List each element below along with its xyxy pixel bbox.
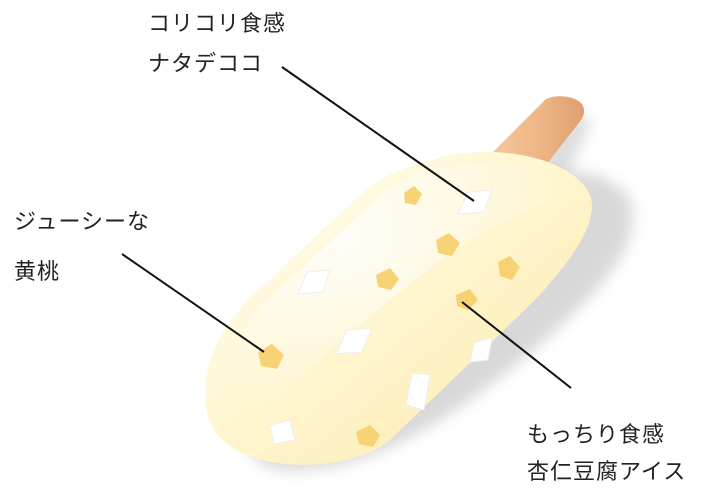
peach-chunk <box>498 256 520 280</box>
ice-bar-highlight <box>226 164 571 420</box>
leader-line-nata-de-coco <box>281 66 475 202</box>
nata-cube <box>469 337 493 363</box>
nata-cube <box>405 372 431 411</box>
nata-cube <box>297 269 331 295</box>
nata-cube <box>335 327 373 355</box>
peach-chunks <box>258 186 520 447</box>
yellow-peach-label-line2: 黄桃 <box>14 260 61 285</box>
peach-chunk <box>436 233 460 256</box>
annin-tofu-label-line2: 杏仁豆腐アイス <box>527 460 687 485</box>
nata-de-coco-cubes <box>269 189 493 445</box>
peach-chunk <box>356 425 380 447</box>
nata-de-coco-label-line1: コリコリ食感 <box>148 12 287 37</box>
peach-chunk <box>456 289 478 310</box>
leader-line-yellow-peach <box>121 253 265 353</box>
annin-tofu-label-line1: もっちり食感 <box>527 423 666 448</box>
peach-chunk <box>258 344 284 369</box>
nata-de-coco-label-line2: ナタデココ <box>148 52 264 77</box>
peach-chunk <box>404 186 422 205</box>
peach-chunk <box>376 268 399 290</box>
ice-bar-body <box>205 152 592 465</box>
nata-cube <box>269 419 296 445</box>
yellow-peach-label-line1: ジューシーな <box>14 210 151 235</box>
leader-line-annin-tofu <box>461 301 572 389</box>
